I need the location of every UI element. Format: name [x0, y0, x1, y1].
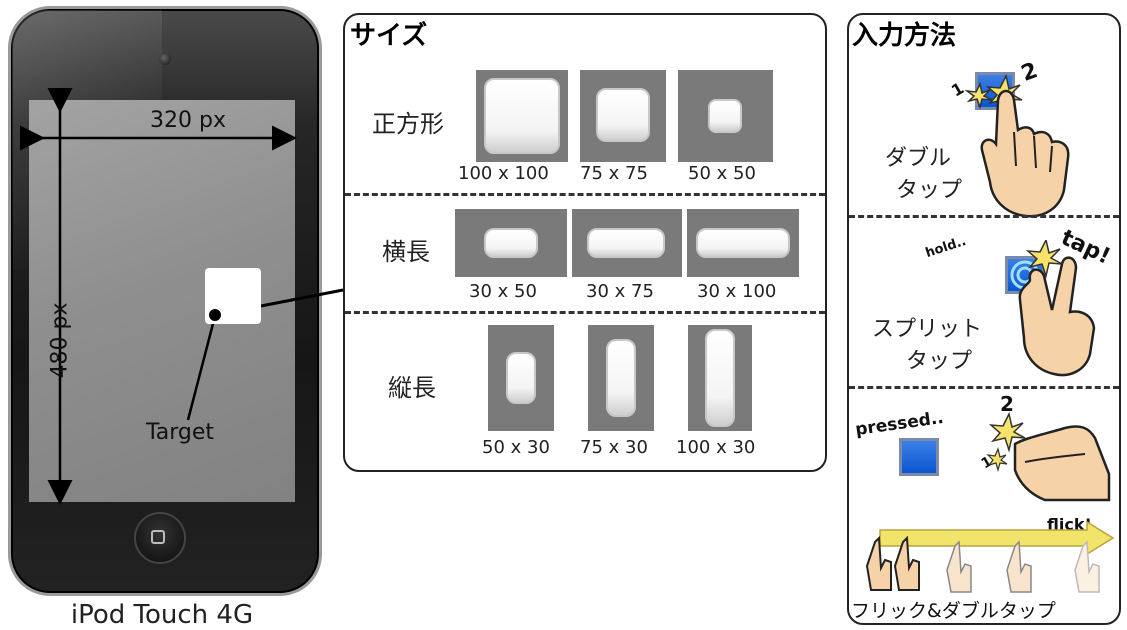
- double-tap-label-line2: タップ: [896, 175, 962, 207]
- target-button: [606, 339, 636, 417]
- size-label: 50 x 50: [688, 163, 756, 184]
- height-dimension-label: 480 px: [47, 303, 72, 379]
- divider: [849, 215, 1119, 218]
- row-label-horizontal: 横長: [382, 232, 430, 267]
- size-label: 75 x 75: [580, 163, 648, 184]
- target-button: [484, 228, 538, 258]
- target-label: Target: [146, 420, 214, 445]
- size-label: 30 x 75: [586, 281, 654, 302]
- input-panel-title: 入力方法: [852, 15, 956, 52]
- blue-target-square: [899, 438, 939, 476]
- size-panel-title: サイズ: [350, 15, 427, 52]
- double-tap-hand-icon: [985, 404, 1115, 504]
- size-label: 75 x 30: [580, 437, 648, 458]
- target-button: [696, 228, 790, 258]
- double-tap-label-line1: ダブル: [885, 143, 951, 175]
- divider: [345, 311, 825, 314]
- size-label: 30 x 50: [469, 281, 537, 302]
- row-label-square: 正方形: [372, 104, 444, 139]
- row-label-vertical: 縦長: [388, 368, 436, 403]
- width-dimension-label: 320 px: [150, 108, 226, 133]
- size-label: 100 x 30: [676, 437, 755, 458]
- target-button: [484, 78, 560, 154]
- size-label: 30 x 100: [697, 281, 776, 302]
- target-button: [596, 88, 650, 142]
- split-tap-label-line2: タップ: [906, 346, 972, 378]
- size-label: 100 x 100: [458, 163, 549, 184]
- target-button: [705, 329, 735, 427]
- divider: [849, 386, 1119, 389]
- target-button: [708, 99, 742, 133]
- size-label: 50 x 30: [482, 437, 550, 458]
- target-button: [506, 352, 536, 404]
- target-dot: [209, 309, 221, 321]
- split-tap-label-line1: スプリット: [872, 314, 982, 346]
- divider: [345, 193, 825, 196]
- double-tap-hand-icon: [960, 70, 1120, 220]
- target-button: [587, 228, 665, 258]
- flick-arrow: [855, 520, 1117, 596]
- split-tap-hand-icon: [1000, 240, 1120, 380]
- flick-double-tap-caption: フリック&ダブルタップ: [851, 596, 1056, 623]
